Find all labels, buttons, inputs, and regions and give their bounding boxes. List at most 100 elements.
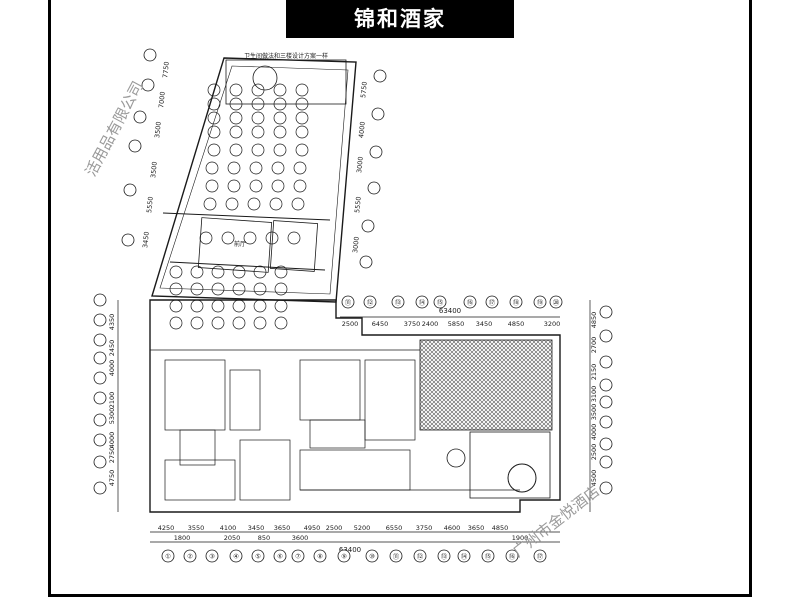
axis-bubble-label: ③: [209, 553, 215, 561]
left-dimension-label: 4350: [108, 314, 116, 331]
banquet-table: [274, 265, 288, 279]
wing-right-dimension-label: 5550: [353, 196, 363, 213]
bottom-dimension-label: 3750: [416, 524, 433, 532]
banquet-table: [273, 97, 287, 111]
left-dimension-label: 2750: [108, 447, 116, 464]
bottom-dimension-label: 4950: [304, 524, 321, 532]
axis-bubble: [205, 549, 219, 563]
bottom-dimension-label: 4850: [492, 524, 509, 532]
axis-bubble: [437, 549, 451, 563]
bottom-dimension-label-sub: 1800: [174, 534, 191, 542]
axis-bubble-label: ⑭: [461, 553, 468, 561]
banquet-table: [253, 265, 267, 279]
banquet-table: [274, 299, 288, 313]
banquet-table: [169, 265, 183, 279]
axis-bubble: [457, 549, 471, 563]
axis-bubble-label: ⑭: [419, 299, 426, 307]
banquet-table: [273, 143, 287, 157]
banquet-table: [251, 97, 265, 111]
banquet-table: [207, 97, 221, 111]
bottom-dimension-label: 4600: [444, 524, 461, 532]
axis-bubble: [433, 295, 447, 309]
right-dimension-label: 4000: [590, 424, 598, 441]
banquet-table: [229, 125, 243, 139]
banquet-table: [253, 299, 267, 313]
bottom-dimension-label: 3650: [468, 524, 485, 532]
top-dimension-label: 3200: [544, 320, 561, 328]
left-dimension-label: 4750: [108, 470, 116, 487]
left-axis-markers: [93, 293, 107, 495]
axis-bubble: [291, 549, 305, 563]
banquet-table: [211, 299, 225, 313]
room-label: 前厅: [234, 240, 246, 248]
axis-bubble-label: ⑰: [489, 299, 496, 307]
right-dimension-label: 3100: [590, 386, 598, 403]
axis-bubble-label: ⑬: [441, 553, 448, 561]
bottom-dimension-label: 4250: [158, 524, 175, 532]
axis-bubble-label: ⑮: [437, 299, 444, 307]
hatched-private-rooms: [419, 339, 553, 431]
banquet-table: [291, 197, 305, 211]
axis-bubble-label: ⑲: [537, 299, 544, 307]
axis-bubble-label: ⑧: [317, 553, 323, 561]
axis-bubble: [313, 549, 327, 563]
top-dimension-label: 2400: [422, 320, 439, 328]
banquet-table: [274, 316, 288, 330]
banquet-table: [225, 197, 239, 211]
banquet-table: [295, 143, 309, 157]
banquet-table: [293, 161, 307, 175]
main-floor-outline: [149, 299, 561, 513]
banquet-table: [271, 161, 285, 175]
banquet-table: [269, 197, 283, 211]
axis-bubble-label: ⑪: [393, 553, 400, 561]
bottom-dimension-label: 3650: [274, 524, 291, 532]
axis-bubble: [229, 549, 243, 563]
axis-bubble-label: ⑳: [553, 299, 560, 307]
wing-dimension-label: 3500: [149, 161, 159, 178]
banquet-table: [190, 265, 204, 279]
kitchen-area: [150, 349, 520, 501]
vip-room: [469, 431, 551, 499]
right-dimension-label: 2150: [590, 364, 598, 381]
top-dimension-label: 2500: [342, 320, 359, 328]
banquet-table: [293, 179, 307, 193]
banquet-table: [273, 125, 287, 139]
title-banner: 锦和酒家: [286, 0, 514, 38]
left-dimension-label: 4000: [108, 432, 116, 449]
left-dimension-label: 2100: [108, 392, 116, 409]
top-dimension-label: 3750: [404, 320, 421, 328]
axis-bubble: [533, 295, 547, 309]
axis-bubble: [509, 295, 523, 309]
axis-bubble: [481, 549, 495, 563]
stair-core: [269, 220, 319, 272]
top-dimension-label: 3450: [476, 320, 493, 328]
axis-bubble: [485, 295, 499, 309]
banquet-table: [229, 97, 243, 111]
banquet-table: [207, 125, 221, 139]
axis-bubble-label: ⑯: [509, 553, 516, 561]
axis-bubble: [337, 549, 351, 563]
wing-dimension-label: 7750: [161, 61, 171, 78]
axis-bubble: [391, 295, 405, 309]
wing-right-dimension-label: 5750: [359, 81, 369, 98]
banquet-table: [271, 179, 285, 193]
bottom-dimension-label-sub: 2050: [224, 534, 241, 542]
bottom-dimension-label-sub: 3600: [292, 534, 309, 542]
banquet-table: [232, 282, 246, 296]
banquet-table: [211, 265, 225, 279]
bottom-dimension-label: 2500: [326, 524, 343, 532]
wing-right-dimension-label: 3000: [355, 156, 365, 173]
top-dimension-label: 5850: [448, 320, 465, 328]
banquet-table: [273, 83, 287, 97]
banquet-table: [190, 299, 204, 313]
banquet-tables: [169, 83, 309, 330]
bottom-dimension-label-sub: 850: [258, 534, 270, 542]
stair-circle: [252, 65, 278, 91]
banquet-table: [295, 97, 309, 111]
